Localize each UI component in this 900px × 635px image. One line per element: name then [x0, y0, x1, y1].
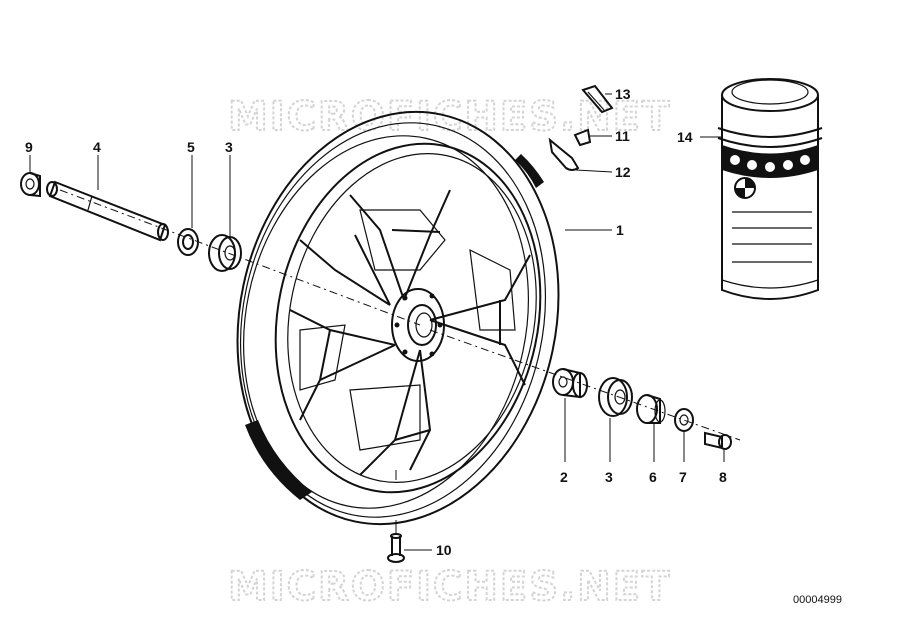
wheel-rim	[236, 110, 560, 526]
part-weight-13	[581, 84, 614, 114]
callout-7: 7	[679, 469, 687, 485]
part-spacer-6	[636, 394, 666, 424]
wheel-spokes	[289, 189, 531, 476]
callout-3-left: 3	[225, 139, 233, 155]
callout-3-right: 3	[605, 469, 613, 485]
callout-13: 13	[615, 86, 631, 102]
callout-14: 14	[677, 129, 693, 145]
part-axle-4	[46, 180, 169, 242]
part-bearing-3-right	[598, 377, 633, 417]
wheel-hub	[391, 288, 445, 362]
part-paint-can-14	[717, 78, 823, 300]
callout-10: 10	[436, 542, 452, 558]
part-bearing-3-left	[208, 234, 242, 272]
part-weight-12	[548, 137, 580, 171]
part-spacer-nut-9	[20, 172, 41, 198]
part-spacer-5	[177, 228, 199, 256]
callout-11: 11	[615, 128, 630, 144]
part-bolt-8	[704, 431, 732, 450]
diagram-part-number: 00004999	[793, 594, 842, 606]
callout-4: 4	[93, 139, 101, 155]
callout-5: 5	[187, 139, 195, 155]
part-spacer-2	[552, 368, 588, 399]
callout-9: 9	[25, 139, 33, 155]
callout-8: 8	[719, 469, 727, 485]
callout-1: 1	[616, 222, 624, 238]
callout-12: 12	[615, 164, 631, 180]
part-screw-10	[387, 533, 405, 563]
leader-lines	[29, 93, 725, 551]
callout-6: 6	[649, 469, 657, 485]
watermark-bottom: MICROFICHES.NET	[228, 564, 671, 610]
part-washer-7	[674, 408, 694, 432]
callout-2: 2	[560, 469, 568, 485]
part-clip-11	[573, 128, 592, 147]
